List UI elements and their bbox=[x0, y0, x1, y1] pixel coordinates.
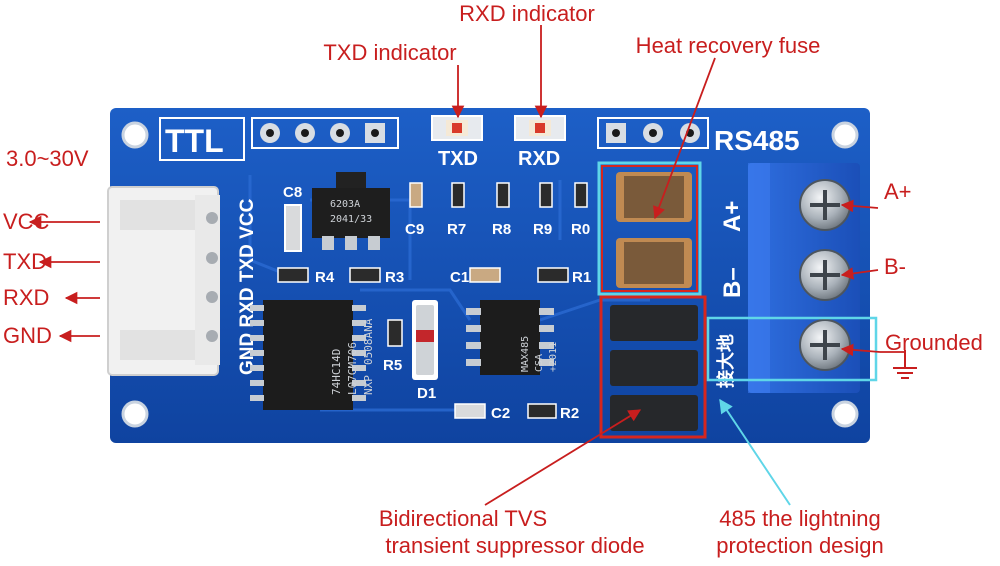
resistor-r1 bbox=[537, 267, 569, 283]
label-tvs-line2: transient suppressor diode bbox=[385, 533, 645, 558]
ground-highlight-box bbox=[706, 316, 878, 382]
voltage-regulator: 6203A 2041/33 bbox=[312, 172, 390, 250]
heat-recovery-fuses bbox=[616, 172, 692, 288]
ic-max485: MAX485 CSA +2011 bbox=[466, 300, 559, 375]
svg-text:A+: A+ bbox=[719, 201, 746, 232]
lightning-arrow bbox=[719, 398, 791, 506]
svg-text:R5: R5 bbox=[383, 357, 402, 374]
txd-led bbox=[431, 115, 483, 141]
svg-text:R4: R4 bbox=[315, 269, 335, 286]
diode-d1 bbox=[412, 300, 438, 380]
svg-text:L07GM706: L07GM706 bbox=[346, 342, 359, 395]
svg-text:C9: C9 bbox=[405, 221, 424, 238]
svg-text:2041/33: 2041/33 bbox=[330, 214, 372, 225]
svg-text:R2: R2 bbox=[560, 405, 579, 422]
ic-74hc14d: 74HC14D L07GM706 NXP 0508ANA bbox=[250, 300, 375, 410]
label-lightning-line2: protection design bbox=[716, 533, 884, 558]
tvs-diodes bbox=[610, 305, 698, 431]
capacitor-c2 bbox=[454, 403, 486, 419]
ttl-header-pads bbox=[251, 117, 399, 149]
label-b-minus: B- bbox=[884, 254, 906, 279]
label-txd: TXD bbox=[3, 249, 47, 274]
svg-text:R7: R7 bbox=[447, 221, 466, 238]
ttl-connector bbox=[107, 186, 220, 376]
svg-text:NXP: NXP bbox=[362, 375, 375, 395]
svg-text:R3: R3 bbox=[385, 269, 404, 286]
svg-text:R0: R0 bbox=[571, 221, 590, 238]
label-vcc: VCC bbox=[3, 209, 50, 234]
ground-symbol-icon bbox=[893, 350, 917, 379]
svg-text:+2011: +2011 bbox=[548, 342, 559, 372]
label-grounded: Grounded bbox=[885, 330, 983, 355]
annotation-arrows bbox=[28, 25, 905, 506]
silk-ttl: TTL bbox=[165, 123, 224, 159]
resistor-r3 bbox=[349, 267, 381, 283]
label-rxd: RXD bbox=[3, 285, 50, 310]
svg-text:R8: R8 bbox=[492, 221, 511, 238]
label-lightning-line1: 485 the lightning bbox=[719, 506, 881, 531]
smd-components-top bbox=[409, 182, 588, 208]
label-gnd: GND bbox=[3, 323, 52, 348]
label-txd-indicator: TXD indicator bbox=[323, 40, 457, 65]
svg-text:D1: D1 bbox=[417, 385, 436, 402]
resistor-r5 bbox=[387, 319, 403, 347]
label-voltage: 3.0~30V bbox=[6, 146, 89, 171]
svg-text:R9: R9 bbox=[533, 221, 552, 238]
svg-text:MAX485: MAX485 bbox=[520, 336, 531, 372]
svg-text:R1: R1 bbox=[572, 269, 591, 286]
mounting-holes bbox=[121, 121, 859, 428]
rs485-screw-terminal bbox=[748, 163, 860, 393]
svg-text:B–: B– bbox=[719, 267, 746, 298]
svg-text:6203A: 6203A bbox=[330, 199, 360, 210]
rxd-led bbox=[514, 115, 566, 141]
silk-chinese: 接大地 bbox=[715, 334, 736, 388]
label-heat-recovery-fuse: Heat recovery fuse bbox=[635, 33, 821, 58]
capacitor-c1 bbox=[469, 267, 501, 283]
silk-rs485: RS485 bbox=[714, 125, 800, 156]
svg-text:74HC14D: 74HC14D bbox=[330, 349, 343, 395]
fuse-highlight-box bbox=[597, 161, 702, 296]
tvs-highlight-box bbox=[599, 295, 707, 439]
label-a-plus: A+ bbox=[884, 179, 912, 204]
svg-text:C2: C2 bbox=[491, 405, 510, 422]
label-rxd-indicator: RXD indicator bbox=[459, 1, 595, 26]
svg-text:C1: C1 bbox=[450, 269, 469, 286]
svg-text:0508ANA: 0508ANA bbox=[362, 318, 375, 365]
capacitor-c8 bbox=[284, 204, 302, 252]
label-tvs-line1: Bidirectional TVS bbox=[378, 506, 548, 531]
silk-header-pins: GND RXD TXD VCC bbox=[237, 198, 258, 375]
silk-led-rxd: RXD bbox=[518, 148, 560, 170]
svg-text:CSA: CSA bbox=[534, 354, 545, 372]
svg-text:C8: C8 bbox=[283, 184, 302, 201]
silk-led-txd: TXD bbox=[438, 148, 478, 170]
resistor-r2 bbox=[527, 403, 557, 419]
resistor-r4 bbox=[277, 267, 309, 283]
